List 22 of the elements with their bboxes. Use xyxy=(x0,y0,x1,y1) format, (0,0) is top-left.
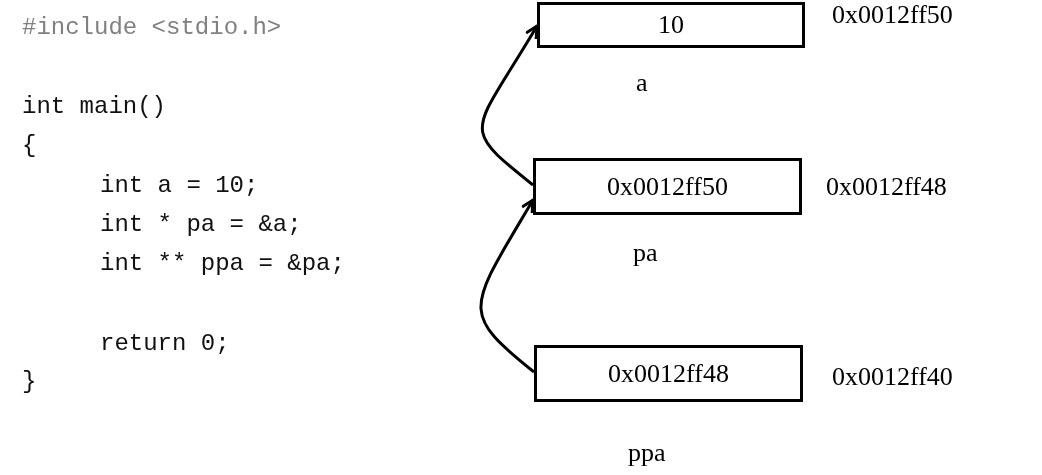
code-line: int * pa = &a; xyxy=(100,211,302,239)
code-line: int main() xyxy=(22,93,167,121)
pointer-arrow xyxy=(479,198,535,374)
code-line: } xyxy=(22,368,37,396)
cell-value: 0x0012ff48 xyxy=(608,358,729,389)
address-text: 0x0012ff40 xyxy=(832,362,953,392)
address-text: 0x0012ff48 xyxy=(826,172,947,202)
cell-value: 0x0012ff50 xyxy=(607,171,728,202)
code-line: int ** ppa = &pa; xyxy=(100,250,345,278)
variable-name: ppa xyxy=(628,438,666,468)
code-line: return 0; xyxy=(100,330,230,358)
variable-name: a xyxy=(636,68,648,98)
memory-cell-box xyxy=(537,2,805,48)
memory-cell-box xyxy=(534,345,803,402)
code-line: #include <stdio.h> xyxy=(22,14,282,42)
code-line: int a = 10; xyxy=(100,172,259,200)
pointer-arrow xyxy=(481,24,539,187)
address-text: 0x0012ff50 xyxy=(832,0,953,30)
memory-cell-box xyxy=(533,158,802,215)
cell-value: 10 xyxy=(658,10,684,40)
code-line: { xyxy=(22,132,37,160)
variable-name: pa xyxy=(633,238,658,268)
